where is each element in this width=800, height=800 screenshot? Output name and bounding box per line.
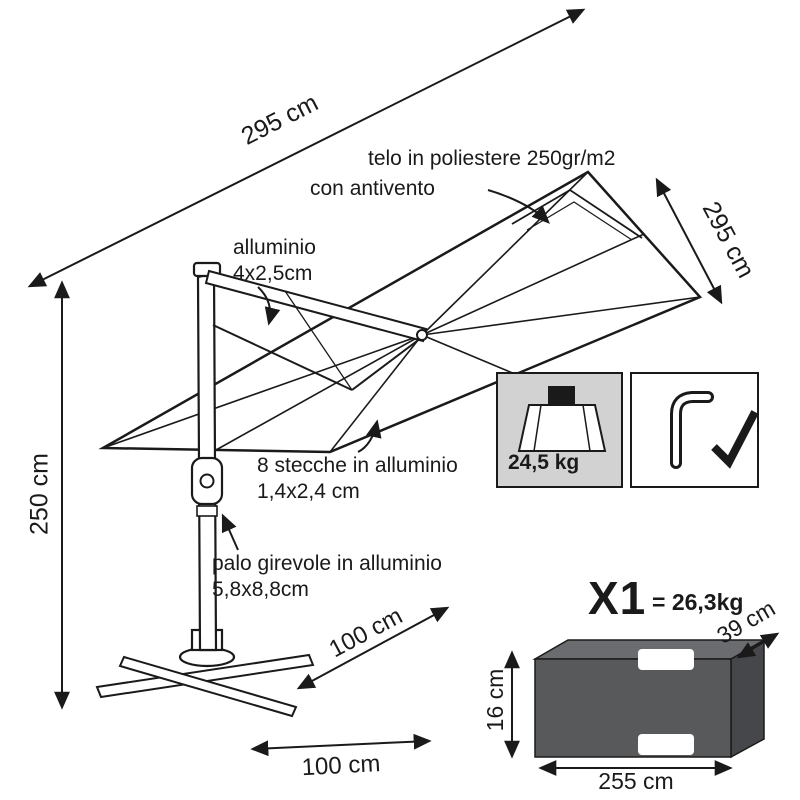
callout-canopy-line2: con antivento <box>310 177 435 200</box>
allen-key-icon <box>670 391 714 469</box>
dim-label-package-width: 255 cm <box>598 767 674 794</box>
dim-line-package-depth <box>736 632 780 659</box>
callout-arm-line2: 4x2,5cm <box>233 262 313 285</box>
callout-ribs-line1: 8 stecche in alluminio <box>257 454 458 477</box>
dim-label-package-height: 16 cm <box>481 668 508 732</box>
callout-pole-line2: 5,8x8,8cm <box>212 578 309 601</box>
weight-icon <box>517 386 607 452</box>
package-quantity: X1 <box>588 572 647 624</box>
package-label-bottom <box>638 734 694 755</box>
umbrella-weight-value: 24,5 kg <box>508 451 580 474</box>
tool-box <box>630 372 759 488</box>
callout-pole-line1: palo girevole in alluminio <box>212 552 442 575</box>
feature-boxes <box>496 372 759 488</box>
package-dimension-arrows <box>504 632 780 776</box>
dim-label-height: 250 cm <box>25 453 54 535</box>
package-label-top <box>638 649 694 670</box>
callout-ribs-line2: 1,4x2,4 cm <box>257 480 360 503</box>
callout-arrows <box>221 189 550 551</box>
arrow-to-arm <box>257 286 281 326</box>
arrow-to-pole <box>221 513 239 551</box>
dim-line-canopy-width <box>27 8 586 288</box>
dimension-arrows <box>27 8 723 757</box>
dim-line-base-depth <box>296 606 450 690</box>
callout-canopy-line1: telo in poliestere 250gr/m2 <box>368 147 616 170</box>
arrow-to-canopy <box>487 189 550 224</box>
dim-line-canopy-depth <box>655 177 723 305</box>
package-weight-value: = 26,3kg <box>652 589 744 615</box>
callout-arm-line1: alluminio <box>233 236 316 259</box>
package-box <box>532 638 767 759</box>
dim-line-base-width <box>250 733 432 757</box>
arrow-to-ribs <box>357 419 382 453</box>
check-icon <box>711 410 759 469</box>
dim-label-base-width: 100 cm <box>300 750 381 782</box>
rib-hub <box>416 329 428 341</box>
